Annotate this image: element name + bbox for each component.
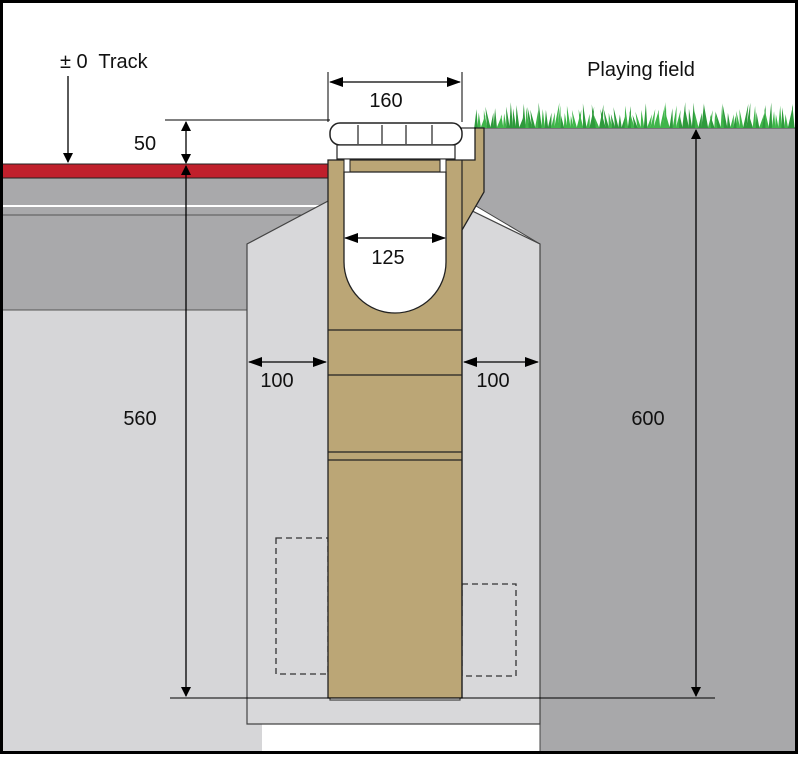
track-label: ± 0 Track [60, 51, 149, 73]
grass [474, 102, 795, 128]
dim-560-label: 560 [123, 408, 156, 430]
soil-left [2, 310, 262, 752]
channel-opening [343, 171, 447, 314]
track-surface [1, 163, 331, 179]
dim-600-label: 600 [631, 408, 664, 430]
grate-cover [329, 122, 463, 173]
playing-field-label: Playing field [587, 59, 695, 81]
dim-125-label: 125 [371, 247, 404, 269]
dim-100-left-label: 100 [260, 370, 293, 392]
dim-100-right-label: 100 [476, 370, 509, 392]
dim-160-label: 160 [369, 90, 402, 112]
dim-50-label: 50 [134, 133, 156, 155]
